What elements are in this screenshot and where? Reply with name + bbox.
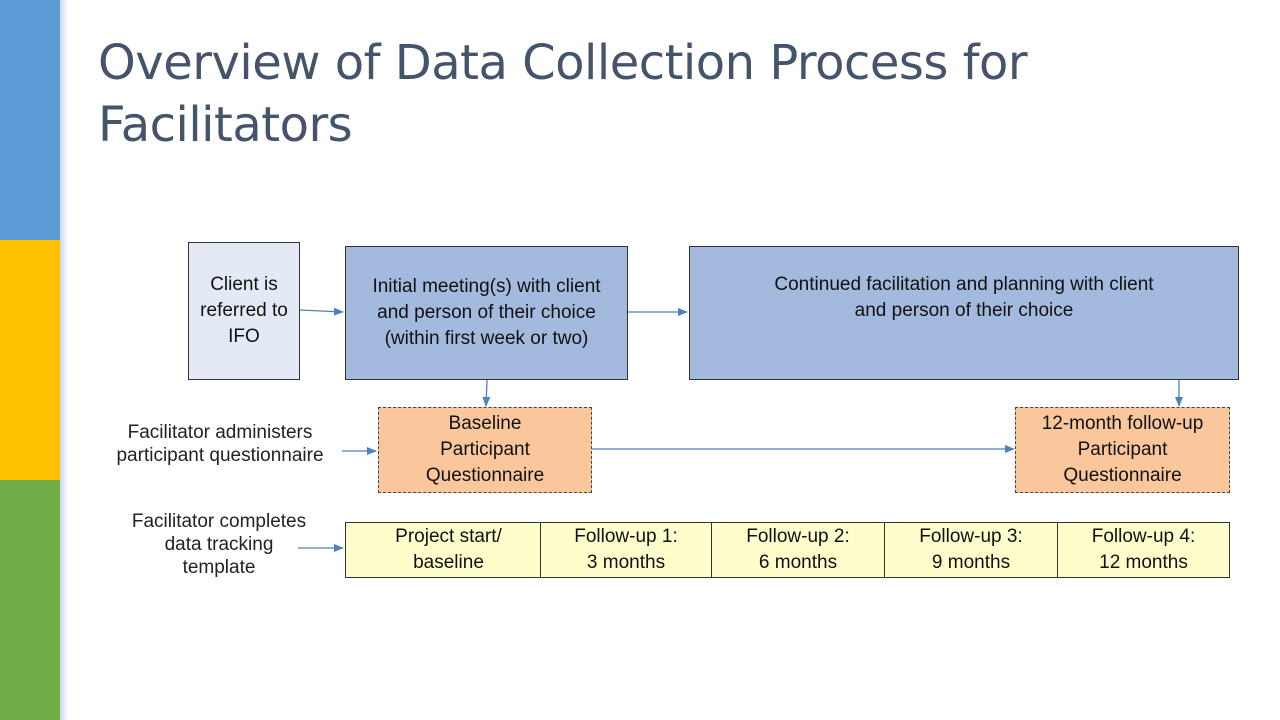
accent-stripe-shadow xyxy=(60,0,68,720)
timeline-cell-followup-4: Follow-up 4: 12 months xyxy=(1057,522,1230,578)
timeline-cell-followup-3: Follow-up 3: 9 months xyxy=(884,522,1058,578)
arrow-referral-to-meeting xyxy=(299,307,344,316)
timeline-cell-followup-1: Follow-up 1: 3 months xyxy=(540,522,712,578)
box-baseline-questionnaire: Baseline Participant Questionnaire xyxy=(378,407,592,493)
arrow-meeting-to-baseline xyxy=(482,379,491,407)
label-tracking-template: Facilitator completes data tracking temp… xyxy=(131,511,307,578)
box-followup-questionnaire: 12-month follow-up Participant Questionn… xyxy=(1015,407,1230,493)
accent-stripe-green xyxy=(0,480,60,720)
label-questionnaire: Facilitator administers participant ques… xyxy=(116,422,324,466)
timeline-cell-baseline: Project start/ baseline xyxy=(345,522,552,578)
box-initial-meeting: Initial meeting(s) with client and perso… xyxy=(345,246,628,380)
slide-title: Overview of Data Collection Process for … xyxy=(98,35,1028,153)
box-continued-facilitation: Continued facilitation and planning with… xyxy=(689,246,1239,380)
accent-stripe-blue xyxy=(0,0,60,240)
accent-stripe-yellow xyxy=(0,240,60,480)
box-client-referred: Client is referred to IFO xyxy=(188,242,300,380)
timeline-cell-followup-2: Follow-up 2: 6 months xyxy=(711,522,885,578)
